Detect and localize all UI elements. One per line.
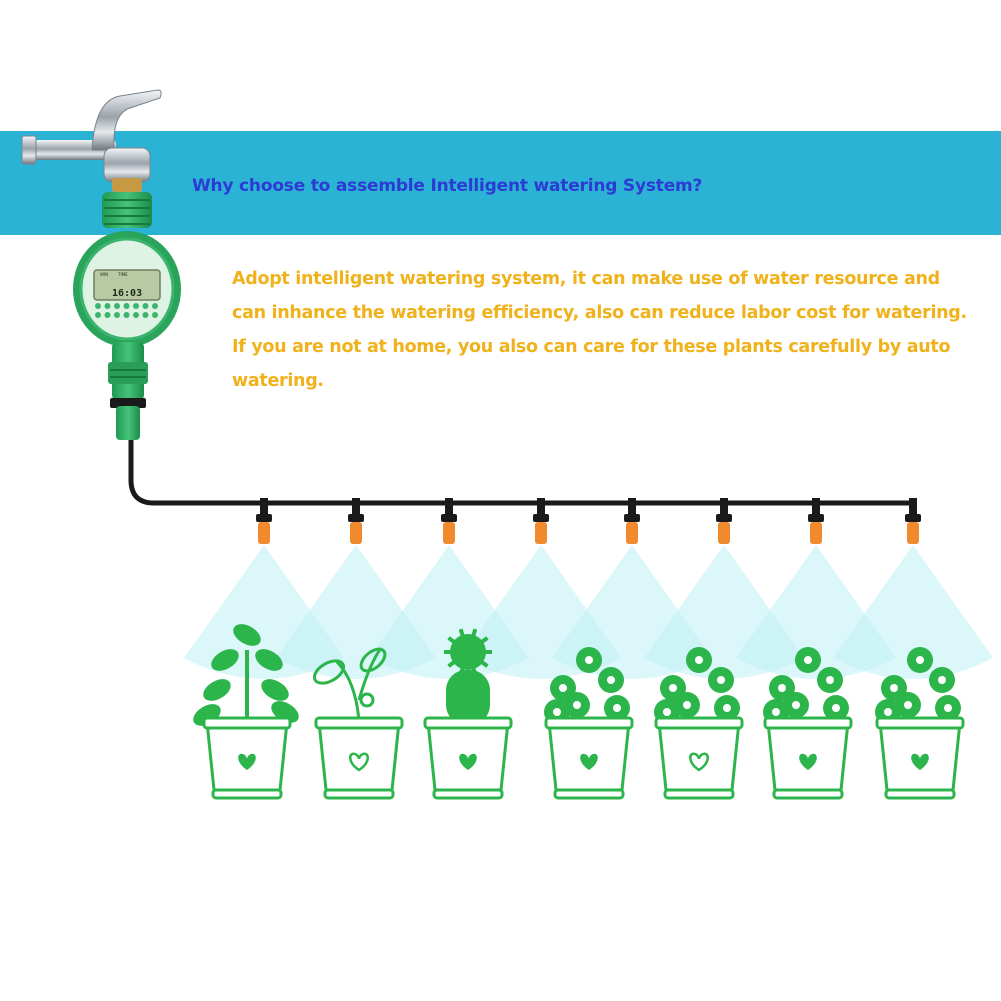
plant-foliage (875, 647, 961, 725)
timer-button (142, 312, 149, 318)
heart-icon (459, 753, 477, 770)
timer-button (95, 303, 101, 309)
plant-foliage (763, 647, 849, 725)
timer-button (142, 303, 149, 309)
description-text: Adopt intelligent watering system, it ca… (232, 269, 967, 391)
sprinkler-nozzle-icon (808, 498, 824, 544)
sprinkler-nozzle-icon (716, 498, 732, 544)
flower-pot-icon (654, 647, 744, 800)
lcd-time: 16:03 (112, 288, 142, 299)
sprinkler-nozzle-icon (624, 498, 640, 544)
flower-pot-icon (423, 628, 513, 800)
timer-buttons (95, 303, 158, 318)
heart-icon (799, 753, 817, 770)
plant-foliage (312, 647, 387, 721)
sprinkler-nozzle-icon (256, 498, 272, 544)
timer-button (133, 312, 139, 318)
timer-button (114, 303, 120, 309)
heart-icon (349, 752, 369, 772)
timer-button (152, 303, 158, 309)
header-banner (0, 131, 1001, 235)
lcd-label-2: TIME (117, 272, 128, 277)
plant-foliage (544, 647, 630, 725)
heart-icon (911, 753, 929, 770)
timer-button (123, 312, 130, 318)
timer-button (114, 312, 120, 318)
banner-title: Why choose to assemble Intelligent water… (192, 176, 703, 196)
sprinkler-nozzle-icon (905, 498, 921, 544)
water-timer-icon: WIN TIME 16:03 (73, 192, 181, 440)
timer-button (95, 312, 101, 318)
pot-row (193, 624, 965, 800)
sprinkler-nozzle-icon (348, 498, 364, 544)
timer-button (152, 312, 158, 318)
flower-pot-icon (875, 647, 965, 800)
timer-button (133, 303, 139, 309)
heart-icon (689, 752, 709, 772)
heart-icon (238, 753, 256, 770)
sprinkler-nozzle-icon (441, 498, 457, 544)
spray-cones (184, 545, 993, 679)
nozzle-row (256, 498, 921, 544)
flower-pot-icon (312, 647, 404, 800)
faucet-icon (21, 89, 162, 192)
plant-foliage (654, 647, 740, 725)
timer-button (104, 303, 111, 309)
hose-line (128, 437, 916, 518)
timer-button (104, 312, 111, 318)
heart-icon (580, 753, 598, 770)
flower-pot-icon (544, 647, 634, 800)
plant-foliage (444, 628, 492, 725)
lcd-label-1: WIN (100, 272, 108, 277)
sprinkler-nozzle-icon (533, 498, 549, 544)
flower-pot-icon (193, 624, 299, 800)
spray-cone (833, 545, 993, 679)
plant-foliage (193, 624, 299, 726)
flower-pot-icon (763, 647, 853, 800)
timer-button (123, 303, 130, 309)
